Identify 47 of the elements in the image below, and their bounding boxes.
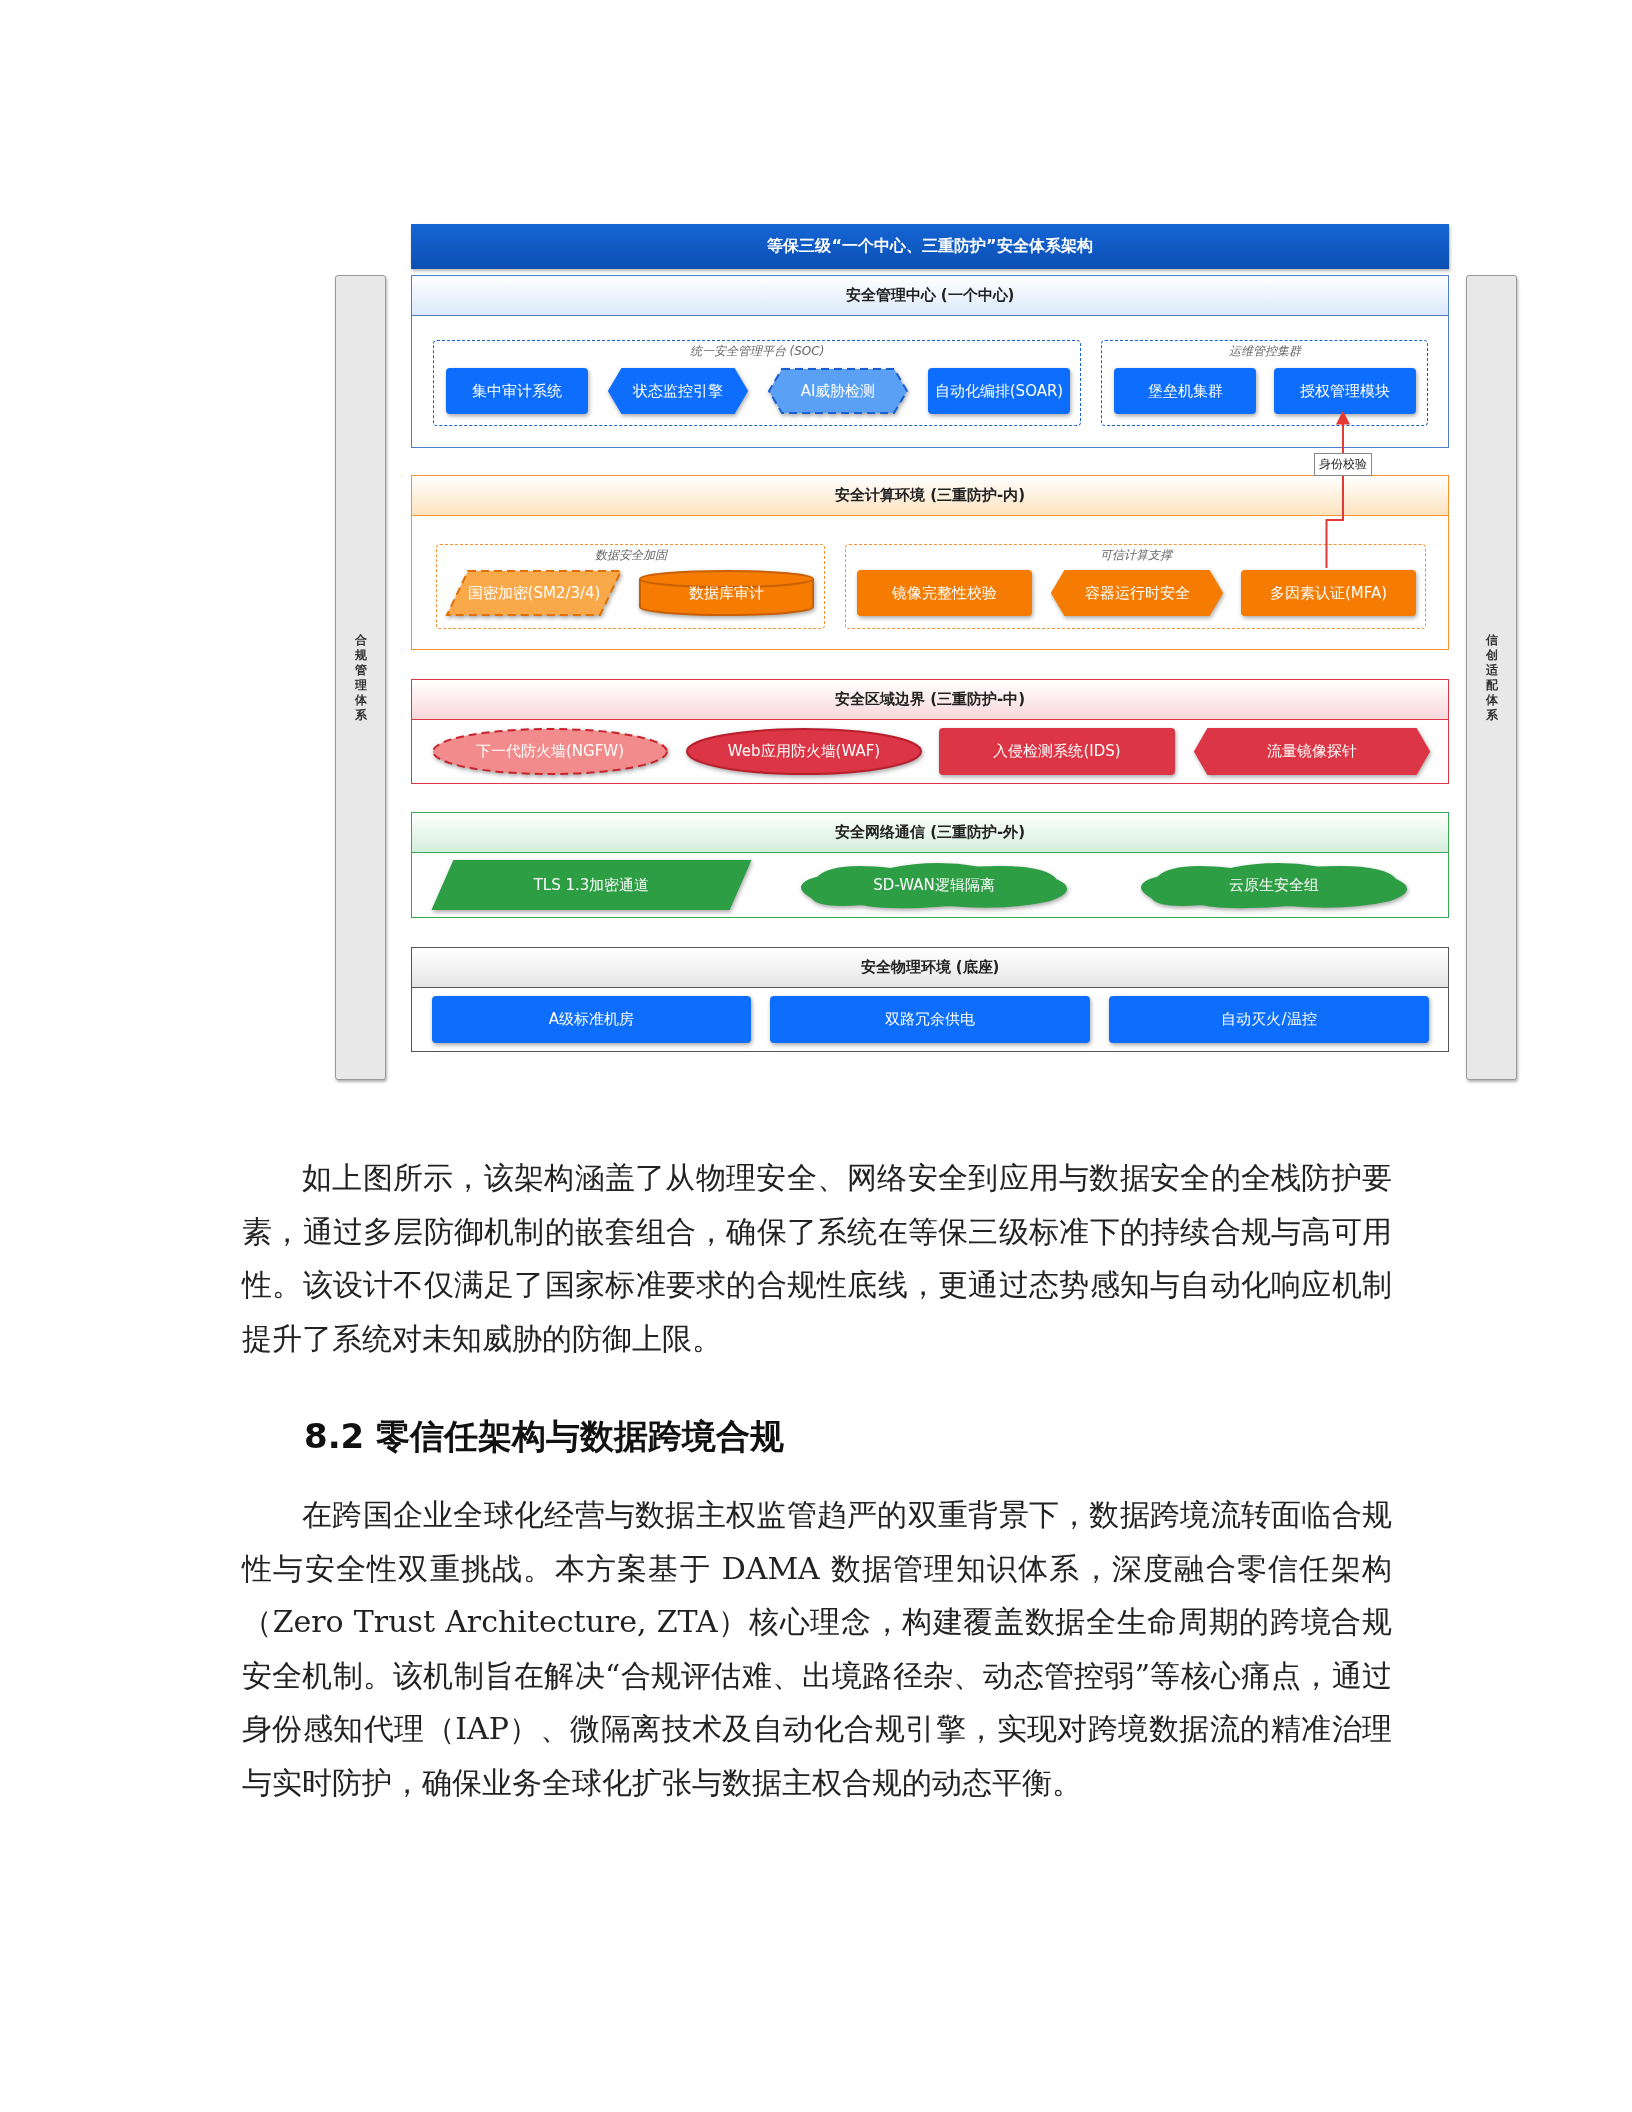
process-box: 自动灭火/温控	[1109, 996, 1429, 1043]
layer-panel	[411, 275, 1449, 448]
process-box: 镜像完整性校验	[857, 570, 1032, 616]
group-title: 可信计算支撑	[1098, 547, 1175, 564]
side-panel	[1466, 275, 1517, 1080]
vertical-label: 合规管理体系	[354, 632, 367, 723]
hexagon-box: 流量镜像探针	[1194, 728, 1430, 775]
database-cylinder: 数据库审计	[639, 570, 814, 616]
layer-panel	[411, 947, 1449, 1052]
title-bar: 等保三级“一个中心、三重防护”安全体系架构	[411, 224, 1449, 269]
dashed-group-frame	[845, 544, 1426, 629]
hexagon-box: 容器运行时安全	[1051, 570, 1223, 616]
group-title: 运维管控集群	[1227, 343, 1303, 360]
side-panel	[335, 275, 386, 1080]
body-paragraph: 在跨国企业全球化经营与数据主权监管趋严的双重背景下，数据跨境流转面临合规性与安全性双重挑战。本方案基于 DAMA 数据管理知识体系，深度融合零信任架构（Zero Trust Architecture, ZTA）核心理念，构建覆盖数据全生命周期的跨境合规安全机制。该机制旨在解决“合规评估难、出境路径杂、动态管控弱”等核心痛点，通过身份感知代理（IAP）、微隔离技术及自动化合规引擎，实现对跨境数据流的精准治理与实时防护，确保业务全球化扩张与数据主权合规的动态平衡。	[242, 1496, 1392, 1802]
layer-panel	[411, 679, 1449, 784]
process-box: A级标准机房	[432, 996, 751, 1043]
layer-title: 安全物理环境 (底座)	[860, 958, 1000, 977]
process-box: 堡垒机集群	[1114, 368, 1256, 414]
hexagon-box: 状态监控引擎	[608, 368, 748, 414]
process-box: 入侵检测系统(IDS)	[939, 728, 1175, 775]
ellipse-box: 下一代防火墙(NGFW)	[432, 728, 668, 775]
layer-panel	[411, 812, 1449, 918]
parallelogram-box: 国密加密(SM2/3/4)	[446, 570, 622, 616]
dashed-group-frame	[436, 544, 825, 629]
body-paragraph: 如上图所示，该架构涵盖了从物理安全、网络安全到应用与数据安全的全栈防护要素，通过多层防御机制的嵌套组合，确保了系统在等保三级标准下的持续合规与高可用性。该设计不仅满足了国家标准要求的合规性底线，更通过态势感知与自动化响应机制提升了系统对未知威胁的防御上限。	[242, 1159, 1392, 1358]
dashed-group-frame	[1101, 340, 1428, 426]
hexagon-box: AI威胁检测	[768, 368, 908, 414]
process-box: 集中审计系统	[446, 368, 588, 414]
arrow	[1325, 410, 1350, 569]
parallelogram-box: TLS 1.3加密通道	[432, 860, 751, 910]
layer-title: 安全计算环境 (三重防护-内)	[834, 486, 1026, 505]
layer-title: 安全网络通信 (三重防护-外)	[834, 823, 1026, 842]
ellipse-box: Web应用防火墙(WAF)	[686, 728, 922, 775]
process-box: 授权管理模块	[1274, 368, 1416, 414]
layer-title: 安全区域边界 (三重防护-中)	[834, 690, 1026, 709]
group-title: 统一安全管理平台 (SOC)	[688, 343, 826, 360]
edge-label: 身份校验	[1314, 453, 1372, 476]
layer-panel	[411, 475, 1449, 650]
dashed-group-frame	[433, 340, 1081, 426]
section-heading: 8.2 零信任架构与数据跨境合规	[304, 1415, 786, 1458]
process-box: 自动化编排(SOAR)	[928, 368, 1070, 414]
layer-title: 安全管理中心 (一个中心)	[845, 286, 1015, 305]
process-box: 双路冗余供电	[770, 996, 1090, 1043]
process-box: 多因素认证(MFA)	[1241, 570, 1416, 616]
group-title: 数据安全加固	[593, 547, 669, 564]
vertical-label: 信创适配体系	[1485, 632, 1498, 723]
